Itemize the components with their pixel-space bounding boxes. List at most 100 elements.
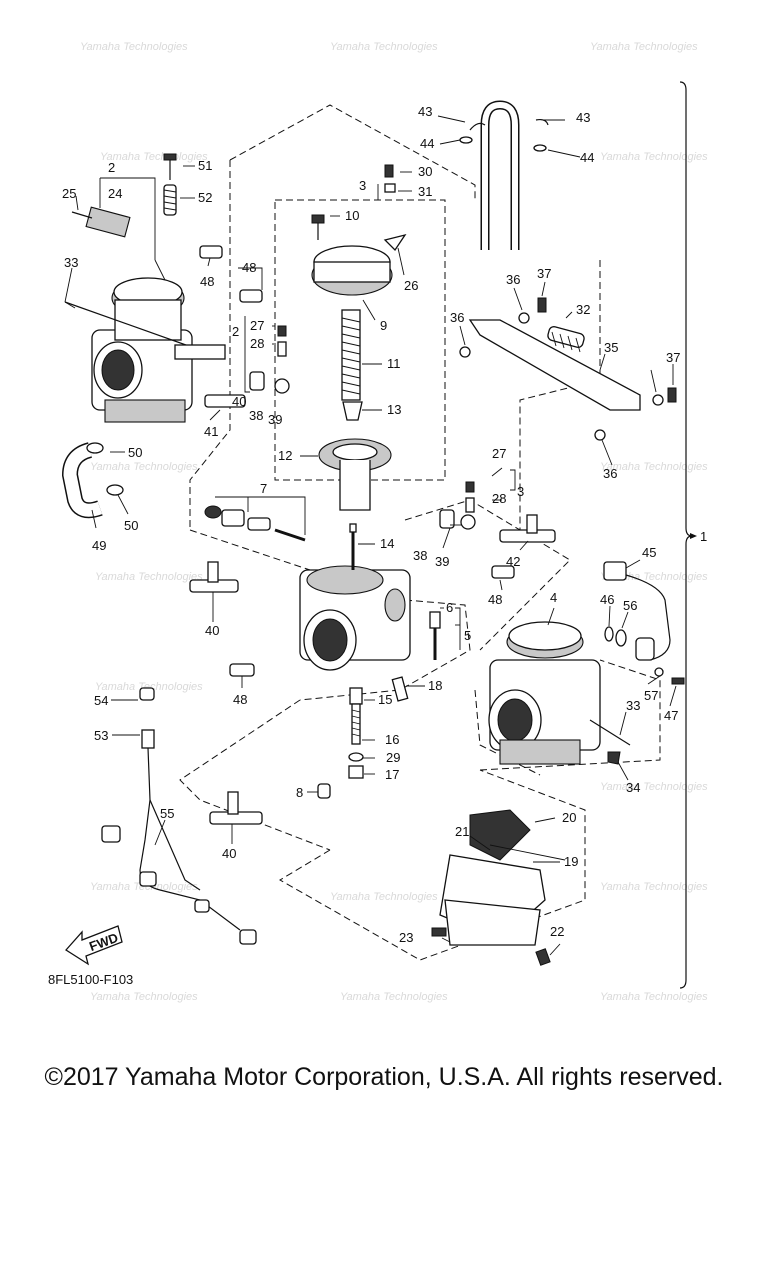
callout-11: 11 bbox=[387, 356, 401, 371]
callout-52: 52 bbox=[198, 190, 212, 205]
callout-53: 53 bbox=[94, 728, 108, 743]
callout-20: 20 bbox=[562, 810, 576, 825]
callout-44: 44 bbox=[420, 136, 434, 151]
filter-elements bbox=[199, 245, 515, 677]
watermark: Yamaha Technologies bbox=[600, 781, 708, 793]
throttle-stop-parts bbox=[249, 325, 476, 530]
callout-28: 28 bbox=[250, 336, 264, 351]
callout-22: 22 bbox=[550, 924, 564, 939]
watermark: Yamaha Technologies bbox=[100, 151, 208, 163]
left-carburetor bbox=[64, 206, 226, 423]
callout-50: 50 bbox=[124, 518, 138, 533]
callout-23: 23 bbox=[399, 930, 413, 945]
callout-39: 39 bbox=[268, 412, 282, 427]
fuel-hose bbox=[61, 442, 124, 519]
callout-15: 15 bbox=[378, 692, 392, 707]
callout-48: 48 bbox=[200, 274, 214, 289]
callout-28: 28 bbox=[492, 491, 506, 506]
callout-48: 48 bbox=[488, 592, 502, 607]
callout-49: 49 bbox=[92, 538, 106, 553]
callout-16: 16 bbox=[385, 732, 399, 747]
callout-27: 27 bbox=[250, 318, 264, 333]
callout-36: 36 bbox=[603, 466, 617, 481]
watermark: Yamaha Technologies bbox=[330, 41, 438, 53]
callout-50: 50 bbox=[128, 445, 142, 460]
callout-5: 5 bbox=[464, 628, 471, 643]
callout-43: 43 bbox=[576, 110, 590, 125]
callout-8: 8 bbox=[296, 785, 303, 800]
callout-32: 32 bbox=[576, 302, 590, 317]
right-carburetor bbox=[488, 621, 631, 765]
callout-35: 35 bbox=[604, 340, 618, 355]
screw-30 bbox=[384, 164, 394, 178]
callout-1: 1 bbox=[700, 529, 707, 544]
leader-lines bbox=[64, 115, 677, 956]
callout-3: 3 bbox=[359, 178, 366, 193]
callout-6: 6 bbox=[446, 600, 453, 615]
fwd-label: FWD bbox=[87, 930, 120, 954]
callout-30: 30 bbox=[418, 164, 432, 179]
watermark: Yamaha Technologies bbox=[600, 461, 708, 473]
callout-14: 14 bbox=[380, 536, 394, 551]
callout-46: 46 bbox=[600, 592, 614, 607]
callout-56: 56 bbox=[623, 598, 637, 613]
callout-13: 13 bbox=[387, 402, 401, 417]
spring-piston bbox=[318, 309, 392, 511]
carburetor-exploded-diagram: Yamaha Technologies Yamaha Technologies … bbox=[48, 41, 708, 1003]
watermark: Yamaha Technologies bbox=[330, 891, 438, 903]
callout-31: 31 bbox=[418, 184, 432, 199]
diagram-code: 8FL5100-F103 bbox=[48, 972, 133, 987]
jets bbox=[317, 611, 441, 799]
callout-40: 40 bbox=[222, 846, 236, 861]
choke-plunger-parts bbox=[204, 505, 306, 542]
diaphragm-cover bbox=[311, 214, 407, 296]
callout-40: 40 bbox=[205, 623, 219, 638]
watermark: Yamaha Technologies bbox=[600, 991, 708, 1003]
callout-labels: 1 2 2 3 3 4 5 6 7 8 9 10 11 12 13 14 15 … bbox=[62, 104, 707, 945]
callout-4: 4 bbox=[550, 590, 557, 605]
callout-55: 55 bbox=[160, 806, 174, 821]
callout-36: 36 bbox=[506, 272, 520, 287]
callout-9: 9 bbox=[380, 318, 387, 333]
callout-27: 27 bbox=[492, 446, 506, 461]
watermark: Yamaha Technologies bbox=[90, 881, 198, 893]
assembly-outlines bbox=[179, 104, 661, 961]
callout-12: 12 bbox=[278, 448, 292, 463]
callout-54: 54 bbox=[94, 693, 108, 708]
copyright-notice: ©2017 Yamaha Motor Corporation, U.S.A. A… bbox=[44, 1063, 724, 1091]
watermarks: Yamaha Technologies Yamaha Technologies … bbox=[80, 41, 708, 1003]
callout-57: 57 bbox=[644, 688, 658, 703]
callout-37: 37 bbox=[537, 266, 551, 281]
vacuum-fittings bbox=[189, 394, 556, 825]
watermark: Yamaha Technologies bbox=[600, 571, 708, 583]
watermark: Yamaha Technologies bbox=[95, 681, 203, 693]
washer-31 bbox=[384, 183, 396, 193]
callout-51: 51 bbox=[198, 158, 212, 173]
callout-26: 26 bbox=[404, 278, 418, 293]
callout-25: 25 bbox=[62, 186, 76, 201]
callout-29: 29 bbox=[386, 750, 400, 765]
callout-38: 38 bbox=[413, 548, 427, 563]
callout-37: 37 bbox=[666, 350, 680, 365]
vent-hoses bbox=[459, 75, 549, 250]
callout-39: 39 bbox=[435, 554, 449, 569]
callout-41: 41 bbox=[204, 424, 218, 439]
bracket-arrow bbox=[690, 533, 697, 539]
heater-sensor bbox=[101, 687, 257, 945]
center-carburetor bbox=[299, 523, 411, 671]
callout-40: 40 bbox=[232, 394, 246, 409]
watermark: Yamaha Technologies bbox=[90, 461, 198, 473]
callout-48: 48 bbox=[233, 692, 247, 707]
fwd-arrow: FWD bbox=[65, 925, 123, 966]
callout-44: 44 bbox=[580, 150, 594, 165]
watermark: Yamaha Technologies bbox=[95, 571, 203, 583]
watermark: Yamaha Technologies bbox=[340, 991, 448, 1003]
callout-2: 2 bbox=[108, 160, 115, 175]
callout-36: 36 bbox=[450, 310, 464, 325]
callout-19: 19 bbox=[564, 854, 578, 869]
callout-38: 38 bbox=[249, 408, 263, 423]
callout-34: 34 bbox=[626, 780, 640, 795]
watermark: Yamaha Technologies bbox=[80, 41, 188, 53]
callout-43: 43 bbox=[418, 104, 432, 119]
watermark: Yamaha Technologies bbox=[590, 41, 698, 53]
